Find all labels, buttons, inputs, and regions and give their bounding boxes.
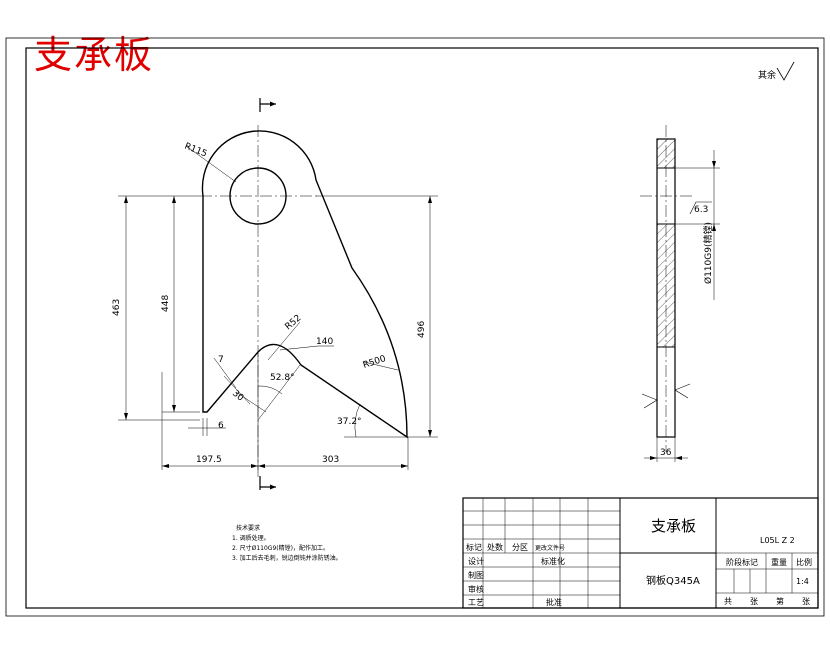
tb-stage: 阶段标记 xyxy=(726,557,758,567)
tb-weight: 重量 xyxy=(771,557,787,567)
dim-448: 448 xyxy=(161,295,171,312)
section-arrows xyxy=(650,161,716,460)
section-marker-top xyxy=(259,98,276,112)
dimension-arrows xyxy=(124,196,432,468)
tb-row-process: 工艺 xyxy=(468,598,484,607)
front-view xyxy=(118,98,438,490)
section-arrow-top-icon xyxy=(270,101,276,107)
tech-note-2: 2. 尺寸Ø110G9(精镗)，配作加工。 xyxy=(232,544,329,552)
section-view xyxy=(640,125,720,462)
tb-part-name: 支承板 xyxy=(651,517,696,535)
roughness-symbol-icon xyxy=(776,61,795,81)
tb-sheets-unit-2: 张 xyxy=(802,597,810,606)
angle-52-arc xyxy=(257,385,283,395)
roughness-6-3-icon xyxy=(689,201,712,215)
tb-header-zone: 分区 xyxy=(512,543,528,552)
ext-bottom-verticals xyxy=(161,372,409,470)
section-arrow-bottom-icon xyxy=(270,484,276,490)
part-outline xyxy=(201,130,408,439)
tb-row-draw: 制图 xyxy=(468,570,484,580)
dim-7: 7 xyxy=(218,355,224,365)
dim-6: 6 xyxy=(218,421,224,431)
tb-sheets-current: 第 xyxy=(776,596,784,606)
dim-6-3: 6.3 xyxy=(694,205,708,215)
r52-leader xyxy=(267,321,301,361)
tb-cols xyxy=(482,498,589,608)
tech-notes-title: 技术要求 xyxy=(236,524,260,532)
tech-note-3: 3. 加工后去毛刺，锐边倒钝并涂防锈油。 xyxy=(232,554,342,562)
dim-36: 36 xyxy=(660,448,672,458)
tb-standard: 标准化 xyxy=(541,556,565,566)
dim-303: 303 xyxy=(322,455,339,465)
inner-border xyxy=(25,47,819,609)
tb-scale-value: 1:4 xyxy=(796,577,809,586)
title-block xyxy=(462,497,819,609)
dim-6-lines xyxy=(188,418,226,436)
dim-496: 496 xyxy=(417,321,427,338)
stamp-title: 支承板 xyxy=(34,33,155,77)
tb-right-cols xyxy=(733,553,793,593)
tech-note-1: 1. 调质处理。 xyxy=(232,534,270,542)
tb-header-docno: 更改文件号 xyxy=(535,544,565,552)
arrow-36-icon xyxy=(650,456,682,460)
dim-140: 140 xyxy=(316,337,333,347)
angle-37-arc xyxy=(354,403,361,438)
dim-7-30-lines xyxy=(213,357,267,413)
dim-37-2: 37.2° xyxy=(337,417,362,427)
tech-notes: 技术要求 1. 调质处理。 2. 尺寸Ø110G9(精镗)，配作加工。 3. 加… xyxy=(232,524,342,562)
roughness-left-icon xyxy=(641,393,658,409)
roughness-right-icon xyxy=(674,383,691,399)
tb-material: 钢板Q345A xyxy=(646,574,700,587)
tb-sheets-total: 共 xyxy=(724,597,732,606)
tb-row-design: 设计 xyxy=(468,556,484,566)
tb-header-count: 处数 xyxy=(487,542,503,552)
tb-approve: 批准 xyxy=(546,597,562,607)
tb-header-mark: 标记 xyxy=(466,542,482,552)
roughness-remark: 其余 xyxy=(758,69,776,81)
dim-bore: Ø110G9(精镗) xyxy=(702,222,714,284)
outer-border xyxy=(5,37,825,617)
d140-leader xyxy=(279,345,334,351)
tb-scale-label: 比例 xyxy=(796,557,812,567)
tb-sheets-unit-1: 张 xyxy=(750,597,758,606)
tb-row-check: 审核 xyxy=(468,584,484,594)
dim-r115: R115 xyxy=(183,142,208,160)
dim-52-8: 52.8° xyxy=(270,373,295,383)
dim-197-5: 197.5 xyxy=(196,455,222,465)
dim-30: 30 xyxy=(230,389,245,404)
tb-drawing-no: L05L Z 2 xyxy=(760,536,795,545)
r500-leader xyxy=(363,361,399,371)
bore-circle xyxy=(229,167,287,225)
dim-463: 463 xyxy=(112,299,122,316)
tb-rows xyxy=(463,510,620,596)
dim-r500: R500 xyxy=(362,354,388,371)
r115-leader xyxy=(185,145,237,183)
tb-right-rows xyxy=(716,552,818,594)
